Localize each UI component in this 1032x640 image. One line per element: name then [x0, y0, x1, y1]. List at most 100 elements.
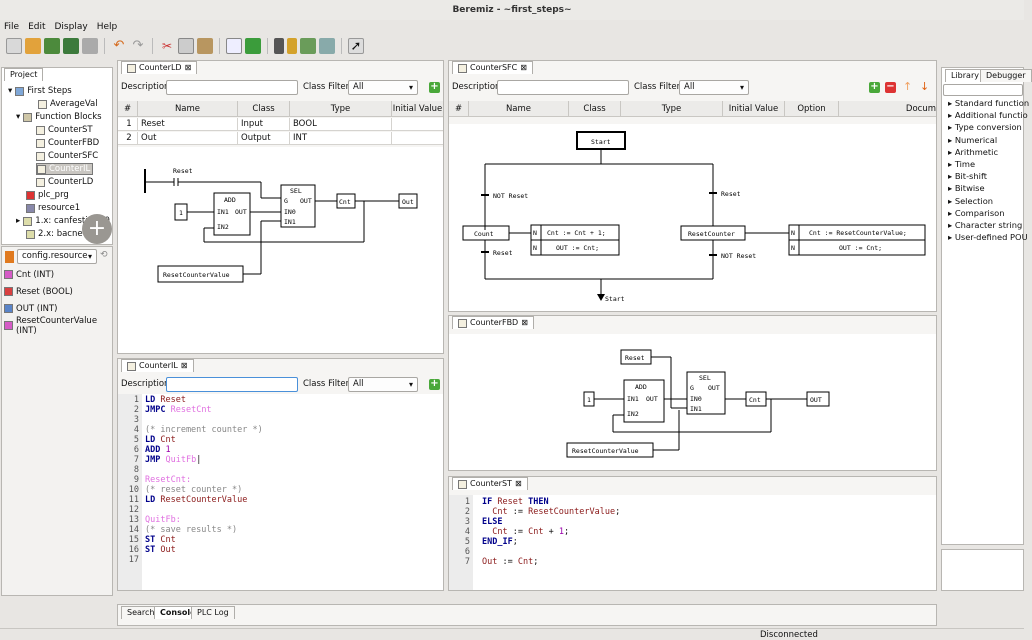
tree-item-function-blocks[interactable]: ▾ Function Blocks	[16, 112, 102, 122]
col-initial[interactable]: Initial Value	[723, 101, 785, 117]
col-option[interactable]: Option	[785, 101, 839, 117]
line-number: 5	[133, 435, 139, 445]
tab-counterfbd[interactable]: CounterFBD ⊠	[452, 316, 534, 329]
tree-item-counterst[interactable]: CounterST	[36, 125, 93, 135]
add-variable-button[interactable]: +	[429, 81, 440, 93]
col-documentation[interactable]: Docum	[905, 104, 936, 114]
fbd-diagram[interactable]: Reset ADD IN1 OUT IN2 SEL G OUT IN0 IN1 …	[449, 334, 936, 470]
menu-bar: File Edit Display Help	[0, 20, 1024, 34]
col-class[interactable]: Class	[569, 101, 621, 117]
delete-variable-button[interactable]: −	[885, 81, 896, 93]
redo-icon[interactable]: ↷	[132, 38, 144, 53]
save-as-icon[interactable]	[63, 38, 79, 54]
tree-item-resource1[interactable]: resource1	[26, 203, 80, 213]
add-element-button[interactable]: +	[82, 214, 112, 244]
tab-library[interactable]: Library	[945, 69, 985, 82]
col-initial[interactable]: Initial Value	[392, 104, 443, 114]
menu-file[interactable]: File	[4, 22, 20, 32]
description-input[interactable]	[166, 377, 298, 392]
tab-project[interactable]: Project	[4, 68, 44, 81]
select-pointer-icon[interactable]: ➚	[348, 38, 364, 54]
config-apply-icon[interactable]: ⟲	[100, 250, 108, 260]
col-class[interactable]: Class	[238, 101, 290, 117]
class-filter-select[interactable]: All	[679, 80, 749, 95]
undo-icon[interactable]: ↶	[113, 38, 125, 53]
il-line-15: ST Cnt	[145, 535, 176, 545]
library-item[interactable]: ▸ User-defined POU	[948, 232, 1028, 243]
table-row[interactable]: 1 Reset Input BOOL	[118, 118, 443, 131]
build-icon[interactable]	[274, 38, 284, 54]
var-out[interactable]: OUT (INT)	[4, 300, 116, 317]
class-filter-select[interactable]: All	[348, 80, 418, 95]
tree-item-canfestival[interactable]: ▸ 1.x: canfestival_0	[16, 216, 110, 226]
library-item[interactable]: ▸ Numerical	[948, 134, 998, 145]
tab-plc-log[interactable]: PLC Log	[191, 606, 235, 619]
transfer-icon[interactable]	[300, 38, 316, 54]
move-up-button[interactable]: ↑	[903, 80, 913, 93]
line-number: 7	[464, 557, 470, 567]
paste-icon[interactable]	[197, 38, 213, 54]
new-file-icon[interactable]	[6, 38, 22, 54]
tab-counterst[interactable]: CounterST ⊠	[452, 477, 528, 490]
debug-icon[interactable]	[319, 38, 335, 54]
library-search-input[interactable]	[943, 84, 1023, 96]
library-item[interactable]: ▸ Type conversion	[948, 122, 1022, 133]
add-variable-button[interactable]: +	[429, 378, 440, 390]
col-type[interactable]: Type	[290, 101, 392, 117]
library-item[interactable]: ▸ Bit-shift	[948, 171, 987, 182]
brush-icon[interactable]	[287, 38, 297, 54]
tree-item-averageval[interactable]: AverageVal	[38, 99, 98, 109]
menu-help[interactable]: Help	[96, 22, 118, 32]
tree-item-counterfbd[interactable]: CounterFBD	[36, 138, 99, 148]
tab-debugger[interactable]: Debugger	[980, 69, 1032, 82]
var-cnt[interactable]: Cnt (INT)	[4, 266, 116, 283]
library-item[interactable]: ▸ Standard function	[948, 98, 1030, 108]
col-num[interactable]: #	[118, 101, 138, 117]
copy-icon[interactable]	[178, 38, 194, 54]
tree-item-bacnet[interactable]: 2.x: bacnet_0	[26, 229, 96, 239]
library-item[interactable]: ▸ Selection	[948, 195, 994, 206]
ladder-diagram[interactable]: Reset ADD IN1 OUT IN2 SEL G OUT IN0 IN1 …	[118, 147, 443, 353]
save-icon[interactable]	[44, 38, 60, 54]
tree-item-countersfc[interactable]: CounterSFC	[36, 151, 98, 161]
move-down-button[interactable]: ↓	[920, 80, 930, 93]
col-name[interactable]: Name	[138, 101, 238, 117]
table-row[interactable]: 2 Out Output INT	[118, 132, 443, 145]
tree-item-counterld[interactable]: CounterLD	[36, 177, 93, 187]
library-item[interactable]: ▸ Comparison	[948, 207, 1005, 218]
library-item[interactable]: ▸ Arithmetic	[948, 146, 999, 157]
open-folder-icon[interactable]	[25, 38, 41, 54]
pou-icon	[38, 99, 47, 109]
add-variable-button[interactable]: +	[869, 81, 880, 93]
library-item[interactable]: ▸ Time	[948, 159, 976, 169]
line-number: 8	[133, 465, 139, 475]
var-reset[interactable]: Reset (BOOL)	[4, 283, 116, 300]
fullscreen-icon[interactable]	[245, 38, 261, 54]
sfc-diagram[interactable]: Start NOT Reset Reset Count ResetCounter…	[449, 124, 936, 311]
library-item[interactable]: ▸ Bitwise	[948, 183, 985, 194]
col-num[interactable]: #	[449, 101, 469, 117]
config-resource-select[interactable]: config.resource	[17, 249, 97, 264]
print-icon[interactable]	[82, 38, 98, 54]
col-type[interactable]: Type	[621, 101, 723, 117]
class-filter-select[interactable]: All	[348, 377, 418, 392]
library-item[interactable]: ▸ Additional functio	[948, 110, 1028, 121]
description-input[interactable]	[497, 80, 629, 95]
menu-display[interactable]: Display	[54, 22, 88, 32]
line-number: 2	[133, 405, 139, 415]
tab-counteril[interactable]: CounterIL ⊠	[121, 359, 194, 372]
find-icon[interactable]	[226, 38, 242, 54]
library-item[interactable]: ▸ Character string	[948, 220, 1023, 230]
tab-counterld[interactable]: CounterLD ⊠	[121, 61, 198, 74]
var-resetcountervalue[interactable]: ResetCounterValue (INT)	[4, 316, 116, 336]
col-name[interactable]: Name	[469, 101, 569, 117]
tree-item-plc-prg[interactable]: plc_prg	[26, 190, 69, 200]
tree-item-counteril[interactable]: CounterIL	[36, 163, 94, 175]
tab-countersfc[interactable]: CounterSFC ⊠	[452, 61, 533, 74]
menu-edit[interactable]: Edit	[28, 22, 46, 32]
cut-icon[interactable]: ✂	[161, 39, 173, 53]
description-input[interactable]	[166, 80, 298, 95]
tree-item-first-steps[interactable]: ▾ First Steps	[8, 86, 72, 96]
